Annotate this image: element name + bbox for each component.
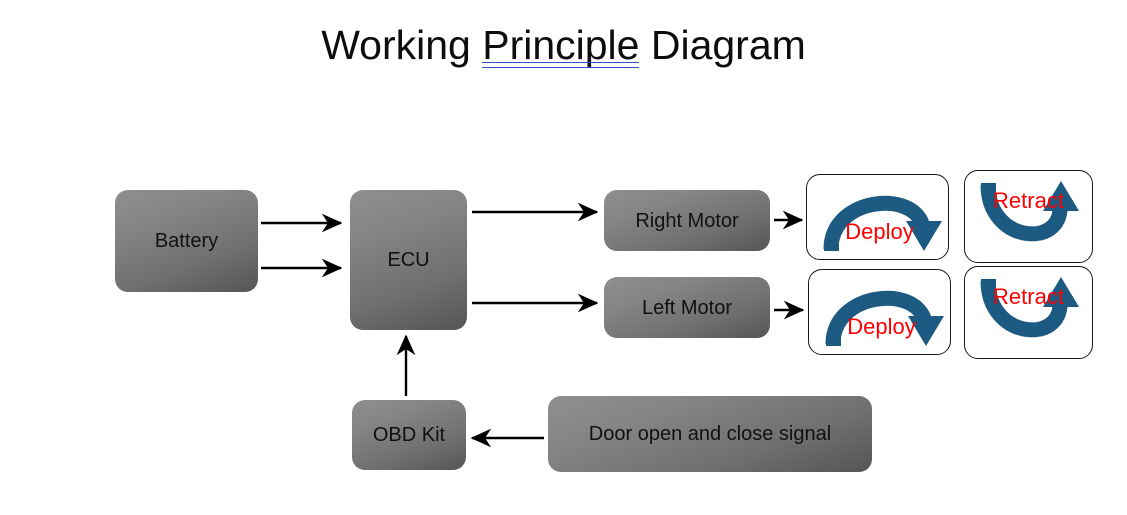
node-right-motor[interactable]: Right Motor [604, 190, 770, 251]
node-door-signal-label: Door open and close signal [588, 423, 832, 445]
icon-card-deploy-right[interactable]: Deploy [806, 174, 949, 260]
node-battery[interactable]: Battery [115, 190, 258, 292]
node-ecu-label: ECU [387, 249, 430, 271]
deploy-arc-arrow-icon [823, 195, 942, 251]
retract-uturn-arrow-icon [980, 181, 1079, 242]
node-left-motor[interactable]: Left Motor [604, 277, 770, 338]
deploy-arc-arrow-icon [825, 290, 944, 346]
icon-card-retract-left[interactable]: Retract [964, 266, 1093, 359]
node-left-motor-label: Left Motor [641, 296, 733, 319]
page-title-suffix: Diagram [639, 22, 806, 68]
page-title-spellchecked-word: Principle [482, 22, 640, 68]
retract-uturn-arrow-icon [980, 277, 1079, 338]
page-title-prefix: Working [321, 22, 483, 68]
node-obd-kit-label: OBD Kit [372, 424, 446, 446]
icon-card-retract-right[interactable]: Retract [964, 170, 1093, 263]
node-door-signal[interactable]: Door open and close signal [548, 396, 872, 472]
node-right-motor-label: Right Motor [635, 209, 739, 232]
node-battery-label: Battery [154, 230, 219, 252]
page-title: Working Principle Diagram [0, 22, 1127, 69]
node-ecu[interactable]: ECU [350, 190, 467, 330]
icon-card-deploy-left[interactable]: Deploy [808, 269, 951, 355]
node-obd-kit[interactable]: OBD Kit [352, 400, 466, 470]
